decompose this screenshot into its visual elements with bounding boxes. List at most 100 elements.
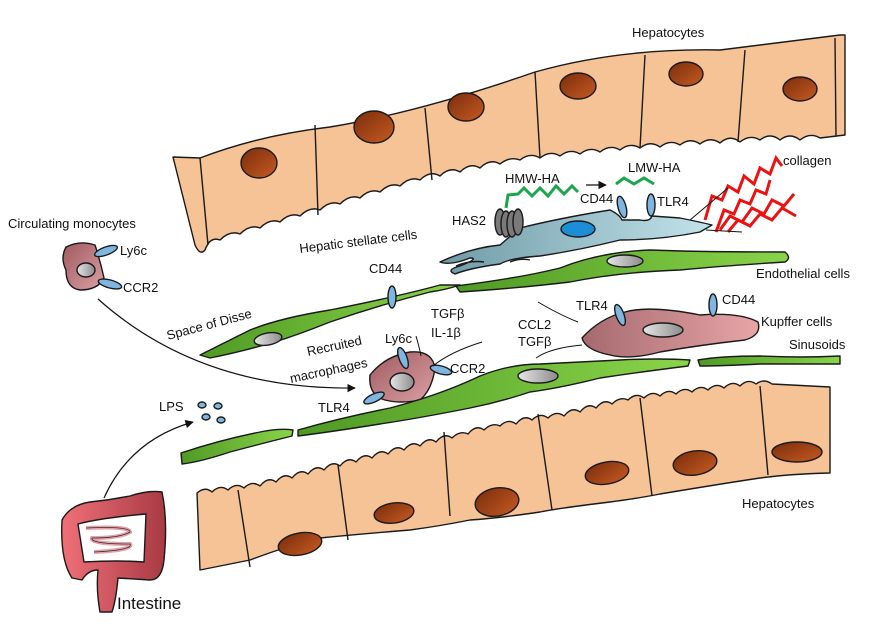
collagen-fibers (703, 154, 797, 233)
recruited-macrophage (363, 346, 453, 405)
recruitment-arrow (97, 298, 356, 393)
label-hepatocytes-top: Hepatocytes (632, 25, 705, 40)
hepatocyte-nucleus (447, 92, 485, 122)
hepatocyte-top-band (172, 34, 846, 253)
hepatocyte-nucleus (668, 61, 704, 87)
collagen-pointer-line (689, 187, 729, 221)
cell-border (639, 54, 646, 149)
cell-border (424, 107, 433, 181)
tlr4-receptor (646, 193, 656, 217)
hepatocyte-nucleus (240, 147, 278, 179)
label-stellate-tlr4: TLR4 (657, 194, 689, 209)
endothelial-cell-upper (199, 249, 790, 359)
hepatocytes-bottom-row (196, 380, 831, 571)
ccr2-receptor (429, 364, 453, 376)
cell-border (737, 49, 746, 143)
label-lps: LPS (159, 399, 184, 414)
endothelial-nucleus (517, 368, 559, 384)
cell-border (314, 124, 319, 216)
label-macrophage-tgfb: TGFβ (431, 306, 464, 321)
label-has2: HAS2 (452, 213, 486, 228)
cytokine-pointer-line (535, 344, 583, 359)
stellate-process (455, 260, 485, 267)
endothelial-cell-body (455, 249, 790, 293)
label-kupffer-cd44: CD44 (722, 292, 755, 307)
hepatocyte-nucleus (474, 486, 520, 518)
stellate-nucleus (560, 220, 596, 238)
hepatocyte-nucleus (584, 460, 630, 486)
hepatocyte-nucleus (353, 110, 395, 144)
cd44-receptor (387, 285, 397, 309)
ly6c-receptor (93, 244, 119, 258)
label-hepatocytes-bottom: Hepatocytes (742, 496, 815, 511)
label-circulating-monocytes: Circulating monocytes (8, 216, 136, 231)
ly6c-receptor (396, 346, 410, 370)
label-monocyte-ly6c: Ly6c (120, 243, 147, 258)
label-endothelial-cd44: CD44 (369, 261, 402, 276)
stellate-cell-body (439, 209, 713, 275)
label-endothelial-cells: Endothelial cells (756, 266, 850, 281)
kupffer-nucleus (642, 322, 684, 338)
label-kupffer-cells: Kupffer cells (761, 314, 833, 329)
cell-border (759, 385, 769, 476)
hepatic-stellate-cell (439, 176, 713, 275)
cd44-receptor (708, 293, 718, 317)
tlr4-receptor (613, 303, 627, 327)
cytokine-pointer-line (432, 341, 483, 367)
hepatocyte-nucleus (373, 502, 415, 524)
endothelial-nucleus (253, 331, 283, 347)
label-macrophage-tlr4: TLR4 (318, 400, 350, 415)
hepatocyte-nucleus (672, 450, 718, 476)
stellate-process (509, 258, 531, 263)
lps-translocation-arrow (103, 420, 194, 499)
cd44-receptor (616, 195, 628, 219)
hepatocyte-nucleus (771, 441, 823, 463)
label-recruited: Recruited (306, 333, 364, 359)
cell-border (537, 413, 553, 511)
lps-particles (197, 401, 226, 424)
endothelial-cell-body (697, 355, 841, 367)
cell-border (337, 464, 349, 541)
hepatocyte-nucleus (277, 531, 323, 557)
monocyte-nucleus (76, 262, 96, 278)
hmw-ha-chain (504, 183, 580, 209)
label-kupffer-ccl2: CCL2 (518, 317, 551, 332)
cell-border (639, 397, 653, 497)
hepatocyte-nucleus (559, 72, 597, 100)
hepatocytes-top-row (172, 34, 846, 253)
label-macrophages: macrophages (289, 355, 370, 386)
endothelial-cell-body (297, 358, 691, 437)
cytokine-pointer-line (537, 301, 579, 323)
label-hepatic-stellate-cells: Hepatic stellate cells (299, 227, 419, 256)
endothelial-cell-body (180, 428, 294, 465)
cell-border (237, 489, 251, 568)
cell-border (534, 71, 541, 159)
endothelial-cell-lower (180, 355, 841, 465)
label-kupffer-tgfb: TGFβ (518, 334, 551, 349)
label-kupffer-tlr4: TLR4 (576, 298, 608, 313)
kupffer-cell (581, 293, 760, 358)
has2-complex (494, 208, 524, 238)
label-macrophage-ly6c: Ly6c (385, 331, 412, 346)
label-intestine: Intestine (117, 594, 181, 613)
endothelial-nucleus (606, 254, 644, 268)
cell-border (834, 37, 837, 137)
label-macrophage-ccr2: CCR2 (450, 361, 485, 376)
label-macrophage-il1b: IL-1β (431, 325, 461, 340)
label-collagen: collagen (783, 153, 831, 168)
hepatocyte-nucleus (782, 76, 818, 102)
label-lmw-ha: LMW-HA (628, 160, 681, 175)
hepatocyte-bottom-band (196, 380, 831, 571)
label-sinusoids: Sinusoids (789, 337, 846, 352)
cell-border (443, 431, 451, 517)
cytokine-pointer-line (415, 335, 422, 357)
intestine (61, 490, 167, 613)
cell-border (199, 157, 209, 246)
macrophage-nucleus (389, 372, 415, 392)
collagen-pointer-line (705, 229, 743, 233)
label-hmw-ha: HMW-HA (505, 171, 560, 186)
tlr4-receptor (363, 391, 385, 405)
lmw-ha-chain (615, 176, 655, 186)
label-stellate-cd44: CD44 (580, 191, 613, 206)
